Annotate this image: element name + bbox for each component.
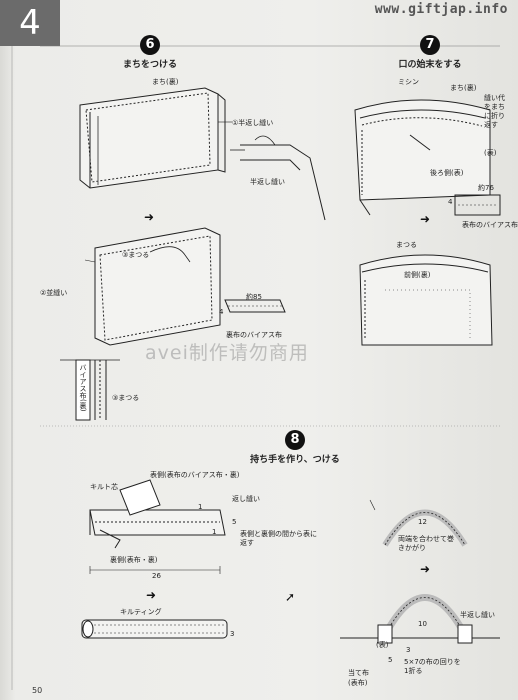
label-quilt-batting: キルト芯	[90, 483, 118, 491]
step8-handle-arch-top	[369, 499, 468, 547]
label-machi-ura-2: まち(裏)	[450, 84, 477, 92]
label-quilting: キルティング	[120, 608, 162, 616]
step6-bag-top-illustration	[79, 87, 226, 189]
label-front-ura: 前側(裏)	[404, 271, 431, 279]
label-wrap-note: 両端を合わせて巻きかがり	[398, 535, 454, 552]
label-dim-10: 10	[418, 620, 427, 628]
bias-cloth-piece	[224, 299, 286, 313]
label-dim-12: 12	[418, 518, 427, 526]
step6-bag-bottom-illustration	[84, 227, 221, 346]
label-outer-bias-cloth: 表布のバイアス布	[462, 221, 518, 229]
label-patch-cloth: 当て布	[348, 669, 369, 677]
label-machi-ura: まち(裏)	[152, 78, 179, 86]
label-outer-bias-side: 表側(表布のバイアス布・裏)	[150, 471, 240, 479]
label-dim-1b: 1	[212, 528, 217, 536]
label-omote-2: (表)	[376, 641, 389, 649]
label-dim-1: 1	[198, 503, 203, 511]
site-watermark-url: www.giftjap.info	[374, 2, 508, 17]
page-number: 50	[32, 686, 43, 695]
step-7-header: 7 口の始末をする	[395, 33, 465, 70]
step7-bag-opening-bottom	[359, 254, 493, 346]
label-fold-seam-note: 縫い代をまちに折り返す	[484, 94, 505, 129]
step-6-title: まちをつける	[122, 60, 177, 70]
down-arrow-icon: ➜	[144, 210, 155, 224]
step-8-number: 8	[285, 430, 305, 450]
step8-handle-quilted	[81, 619, 228, 639]
step-8-header: 8 持ち手を作り、つける	[250, 428, 340, 465]
label-dim-3b: 3	[406, 646, 411, 654]
step-8-title: 持ち手を作り、つける	[250, 455, 340, 465]
down-arrow-icon-4: ➜	[420, 562, 431, 576]
label-back-side: 裏側(表布・裏)	[110, 556, 158, 564]
label-cloth-note: 5×7の布の回りを1折る	[404, 658, 461, 675]
label-nami-nui-2: ②並縫い	[40, 289, 68, 297]
label-matsuru-3b: ③まつる	[112, 394, 140, 402]
step-6-header: 6 まちをつける	[120, 33, 180, 70]
label-dim-5: 5	[232, 518, 237, 526]
label-lining-bias-cloth: 裏布のバイアス布	[226, 331, 282, 339]
step-7-number: 7	[420, 35, 440, 55]
diagonal-arrow-icon: ➚	[285, 590, 296, 604]
label-sewing-machine: ミシン	[398, 78, 419, 86]
label-back-side-omote: 後ろ側(表)	[430, 169, 464, 177]
label-half-back-stitch-2: 半返し縫い	[460, 611, 495, 619]
step6-stitch-detail	[218, 121, 326, 221]
label-half-back-stitch-1: ①半返し縫い	[232, 119, 274, 127]
label-matsuru: まつる	[396, 241, 417, 249]
label-dim-26: 26	[152, 572, 161, 580]
chapter-number-tab: 4	[0, 0, 60, 46]
label-omote: (表)	[484, 149, 497, 157]
label-matsuru-3: ③まつる	[122, 251, 150, 259]
step7-bias-piece	[454, 194, 501, 216]
step7-bag-opening-top	[354, 99, 491, 216]
label-back-stitch: 返し縫い	[232, 495, 260, 503]
bias-vertical-detail	[60, 359, 120, 421]
label-dim-3: 3	[230, 630, 235, 638]
label-turn-note: 表側と裏側の間から表に返す	[240, 530, 317, 547]
step8-handle-attached	[340, 594, 500, 644]
label-dim-4b: 4	[448, 198, 453, 206]
label-dim-4: 4	[219, 308, 224, 316]
watermark-text: avei制作请勿商用	[145, 342, 309, 364]
label-bias-vertical: バイアス布(裏)	[79, 364, 87, 412]
label-half-back-stitch: 半返し縫い	[250, 178, 285, 186]
step-7-title: 口の始末をする	[398, 60, 462, 70]
step-6-number: 6	[140, 35, 160, 55]
step8-handle-flat	[89, 479, 226, 574]
label-approx-76: 約76	[478, 184, 494, 192]
label-dim-5b: 5	[388, 656, 393, 664]
down-arrow-icon-3: ➜	[146, 588, 157, 602]
label-approx-85: 約85	[246, 293, 262, 301]
label-patch-cloth-omote: (表布)	[348, 679, 368, 687]
down-arrow-icon-2: ➜	[420, 212, 431, 226]
